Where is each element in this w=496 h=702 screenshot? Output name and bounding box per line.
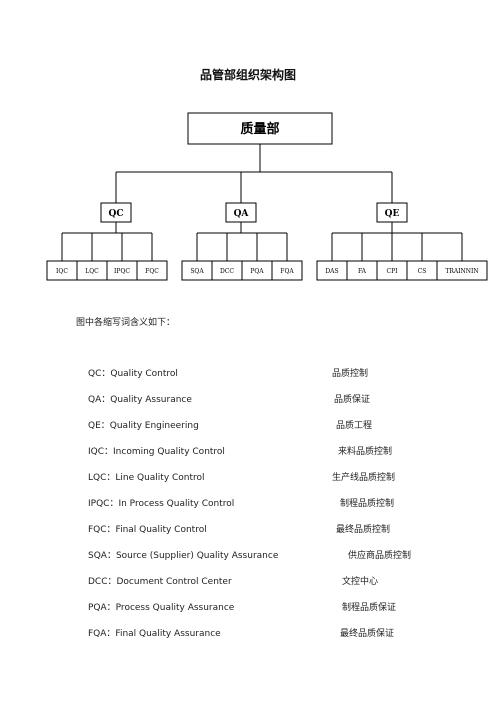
glossary-cn: 供应商品质控制 xyxy=(348,551,412,561)
org-leaf-label: DCC xyxy=(220,268,234,275)
glossary-term: IPQC：In Process Quality Control xyxy=(88,499,235,509)
glossary-term: IQC：Incoming Quality Control xyxy=(88,447,225,457)
org-leaf-label: CPI xyxy=(387,268,399,275)
org-leaf-label: FA xyxy=(358,268,367,275)
org-root-node: 质量部 xyxy=(187,112,333,145)
glossary-cn: 品质控制 xyxy=(332,369,369,379)
glossary-cn: 最终品质控制 xyxy=(336,525,391,535)
org-leaf-ipqc: IPQC xyxy=(106,260,138,281)
page-title: 品管部组织架构图 xyxy=(199,68,296,82)
org-leaf-lqc: LQC xyxy=(76,260,108,281)
org-leaf-label: LQC xyxy=(85,268,99,275)
glossary-cn: 品质工程 xyxy=(336,421,373,431)
org-group-label: QA xyxy=(234,209,250,219)
org-leaf-label: CS xyxy=(418,268,427,275)
org-leaf-label: TRAINNIN xyxy=(445,268,478,275)
org-leaf-cs: CS xyxy=(406,260,438,281)
glossary-cn: 制程品质控制 xyxy=(340,499,395,509)
org-leaf-label: SQA xyxy=(190,268,204,275)
org-leaf-label: DAS xyxy=(325,268,338,275)
glossary-term: FQC：Final Quality Control xyxy=(88,525,207,535)
glossary-term: SQA：Source (Supplier) Quality Assurance xyxy=(88,551,279,561)
org-group-label: QC xyxy=(108,209,123,219)
glossary-term: LQC：Line Quality Control xyxy=(88,473,205,483)
glossary-cn: 来料品质控制 xyxy=(338,447,393,457)
glossary-term: DCC：Document Control Center xyxy=(88,577,232,587)
org-leaf-label: IPQC xyxy=(114,268,130,275)
org-leaf-cpi: CPI xyxy=(376,260,408,281)
org-group-qe: QE xyxy=(376,202,408,223)
org-leaf-trainnin: TRAINNIN xyxy=(436,260,488,281)
org-leaf-iqc: IQC xyxy=(46,260,78,281)
glossary-term: PQA：Process Quality Assurance xyxy=(88,603,235,613)
org-leaf-label: IQC xyxy=(56,268,68,275)
org-leaf-label: FQC xyxy=(145,268,159,275)
glossary-term: QA：Quality Assurance xyxy=(88,395,192,405)
glossary-term: QE：Quality Engineering xyxy=(88,421,199,431)
org-leaf-fa: FA xyxy=(346,260,378,281)
glossary-cn: 制程品质保证 xyxy=(342,603,397,613)
org-group-qa: QA xyxy=(225,202,257,223)
org-leaf-label: PQA xyxy=(250,268,264,275)
glossary-intro: 图中各缩写词含义如下： xyxy=(76,318,176,328)
glossary-term: QC：Quality Control xyxy=(88,369,178,379)
org-leaf-pqa: PQA xyxy=(241,260,273,281)
glossary-cn: 最终品质保证 xyxy=(340,629,395,639)
org-leaf-das: DAS xyxy=(316,260,348,281)
org-chart: 质量部 QC IQC LQC IPQC FQC QA SQA xyxy=(46,112,488,281)
glossary-cn: 文控中心 xyxy=(342,577,379,587)
org-leaf-fqc: FQC xyxy=(136,260,168,281)
org-leaf-dcc: DCC xyxy=(211,260,243,281)
org-group-qc: QC xyxy=(100,202,132,223)
org-leaf-fqa: FQA xyxy=(271,260,303,281)
glossary-cn: 品质保证 xyxy=(334,395,371,405)
org-leaf-sqa: SQA xyxy=(181,260,213,281)
org-leaf-label: FQA xyxy=(280,268,294,275)
org-root-label: 质量部 xyxy=(240,121,279,137)
org-group-label: QE xyxy=(385,209,400,219)
glossary-cn: 生产线品质控制 xyxy=(332,473,396,483)
glossary-term: FQA：Final Quality Assurance xyxy=(88,629,221,639)
